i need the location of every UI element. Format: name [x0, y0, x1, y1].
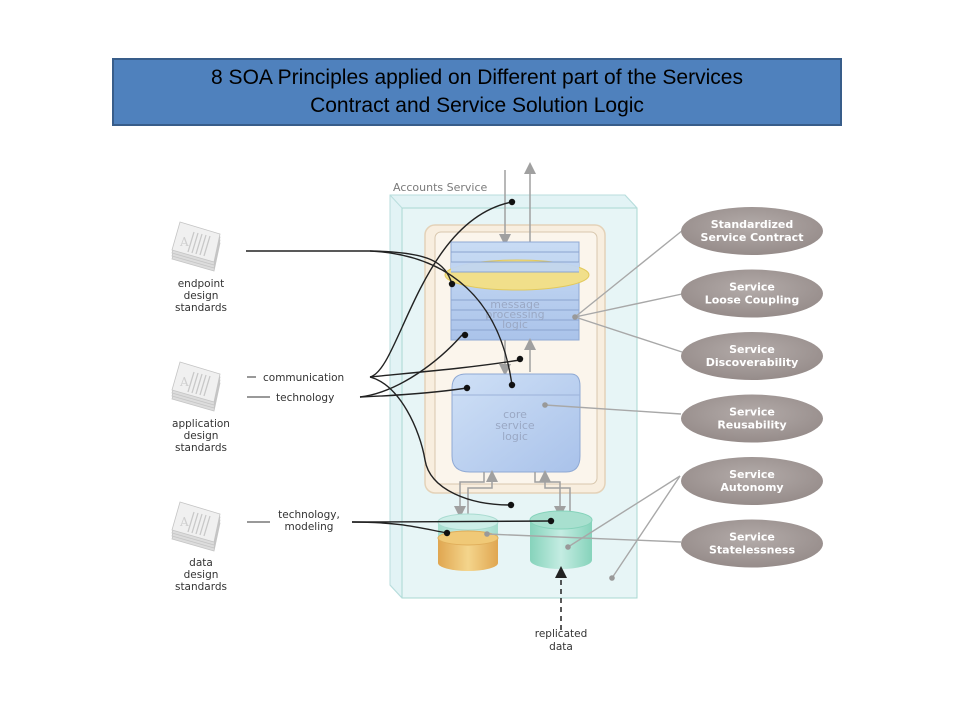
svg-text:A: A — [179, 235, 189, 249]
application-standards-line-3: standards — [175, 442, 227, 454]
principle-label: Autonomy — [720, 481, 783, 494]
principle-oval-shape — [681, 332, 823, 380]
title-line-1: 8 SOA Principles applied on Different pa… — [211, 66, 743, 89]
core-service-logic: core service logic — [451, 373, 581, 473]
message-processing-logic: message processing logic — [444, 241, 590, 341]
document-stack-icon: A — [171, 361, 221, 412]
connector-communication: communication — [263, 372, 344, 384]
principle-endpoints — [484, 314, 615, 581]
principle-label: Reusability — [717, 419, 786, 432]
principle-label: Service Contract — [701, 231, 804, 244]
connector-technology-modeling-1: technology, — [278, 509, 340, 521]
principle-label: Service — [729, 468, 775, 481]
principle-label: Service — [729, 406, 775, 419]
principle-label: Service — [729, 281, 775, 294]
standards-connectors — [246, 201, 552, 534]
principle-oval-shape — [681, 457, 823, 505]
message-logic-line-2: processing — [485, 308, 544, 321]
principle-label: Loose Coupling — [705, 294, 800, 307]
core-logic-line-3: logic — [502, 430, 528, 443]
replicated-data-line-2: data — [549, 641, 573, 653]
principle-oval-shape — [681, 519, 823, 568]
connector-technology: technology — [276, 392, 334, 404]
accounts-service-label: Accounts Service — [393, 181, 488, 194]
principle-oval-shape — [681, 269, 823, 318]
data-access-arrows — [454, 470, 571, 518]
title-banner: 8 SOA Principles applied on Different pa… — [112, 58, 842, 126]
message-logic-line-1: message — [490, 298, 540, 311]
principle-connectors — [486, 229, 684, 579]
database-left — [437, 513, 499, 571]
principle-label: Service — [729, 343, 775, 356]
principle-oval-shape — [681, 394, 823, 443]
data-standards-line-1: data — [189, 557, 213, 569]
application-standards-line-2: design — [184, 430, 219, 442]
document-stack-icon: A — [171, 221, 221, 272]
connector-endpoints — [443, 198, 555, 537]
document-stack-icon: A — [171, 501, 221, 552]
endpoint-standards-line-1: endpoint — [178, 278, 225, 290]
principle-label: Standardized — [711, 218, 794, 231]
database-right — [529, 510, 593, 569]
endpoint-standards-line-3: standards — [175, 302, 227, 314]
title-line-2: Contract and Service Solution Logic — [310, 94, 644, 117]
message-logic-line-3: logic — [502, 318, 528, 331]
application-standards-line-1: application — [172, 418, 230, 430]
data-standards-line-2: design — [184, 569, 219, 581]
principle-label: Service — [729, 531, 775, 544]
connector-technology-modeling-2: modeling — [285, 521, 334, 533]
core-logic-line-1: core — [503, 408, 527, 421]
svg-text:A: A — [179, 375, 189, 389]
principle-oval-shape — [681, 207, 823, 255]
principle-label: Statelessness — [709, 544, 795, 557]
principle-label: Discoverability — [706, 356, 799, 369]
core-logic-line-2: service — [495, 419, 535, 432]
replicated-data-line-1: replicated — [535, 628, 588, 640]
endpoint-standards-line-2: design — [184, 290, 219, 302]
data-standards-line-3: standards — [175, 581, 227, 593]
svg-text:A: A — [179, 515, 189, 529]
